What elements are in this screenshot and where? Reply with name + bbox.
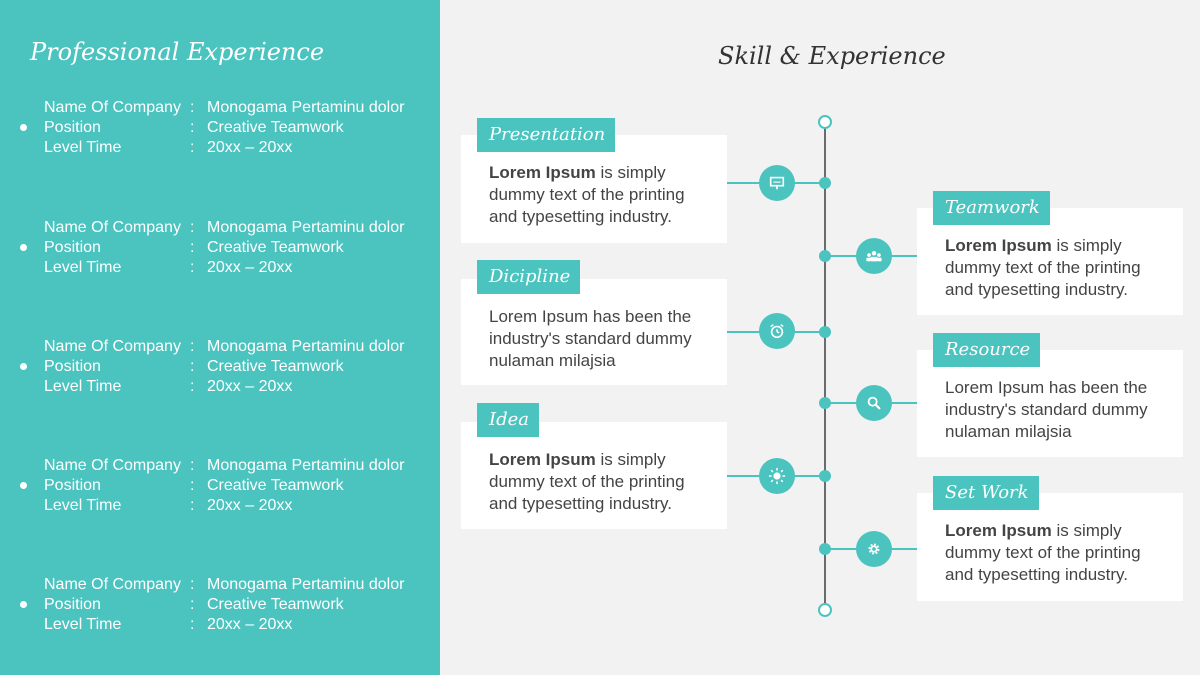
bullet-icon bbox=[20, 244, 27, 251]
bullet-icon bbox=[20, 601, 27, 608]
company-value: Monogama Pertaminu dolor bbox=[207, 219, 405, 236]
time-value: 20xx – 20xx bbox=[207, 139, 293, 156]
experience-entry: Name Of Company:Monogama Pertaminu dolor… bbox=[20, 218, 430, 278]
bullet-icon bbox=[20, 363, 27, 370]
skill-card-presentation: Lorem Ipsum is simply dummy text of the … bbox=[461, 135, 727, 243]
skill-tag: Teamwork bbox=[933, 191, 1050, 225]
position-label: Position bbox=[44, 239, 101, 256]
position-label: Position bbox=[44, 596, 101, 613]
skill-card-idea: Lorem Ipsum is simply dummy text of the … bbox=[461, 422, 727, 529]
timeline-dot bbox=[819, 326, 831, 338]
position-label: Position bbox=[44, 358, 101, 375]
position-value: Creative Teamwork bbox=[207, 119, 344, 136]
search-icon bbox=[856, 385, 892, 421]
bullet-icon bbox=[20, 124, 27, 131]
company-label: Name Of Company bbox=[44, 576, 181, 593]
company-value: Monogama Pertaminu dolor bbox=[207, 576, 405, 593]
skill-tag: Set Work bbox=[933, 476, 1039, 510]
skill-tag: Dicipline bbox=[477, 260, 581, 294]
section-title: Skill & Experience bbox=[718, 42, 946, 70]
skill-card-teamwork: Lorem Ipsum is simply dummy text of the … bbox=[917, 208, 1183, 315]
timeline-dot bbox=[819, 470, 831, 482]
skill-card-dicipline: Lorem Ipsum has been the industry's stan… bbox=[461, 279, 727, 385]
skill-card-resource: Lorem Ipsum has been the industry's stan… bbox=[917, 350, 1183, 457]
presentation-icon bbox=[759, 165, 795, 201]
skill-tag: Resource bbox=[933, 333, 1041, 367]
timeline-start-circle bbox=[818, 115, 832, 129]
bullet-icon bbox=[20, 482, 27, 489]
position-value: Creative Teamwork bbox=[207, 358, 344, 375]
timeline-dot bbox=[819, 250, 831, 262]
company-label: Name Of Company bbox=[44, 457, 181, 474]
experience-entry: Name Of Company:Monogama Pertaminu dolor… bbox=[20, 456, 430, 516]
position-label: Position bbox=[44, 119, 101, 136]
company-value: Monogama Pertaminu dolor bbox=[207, 457, 405, 474]
time-label: Level Time bbox=[44, 616, 122, 633]
time-value: 20xx – 20xx bbox=[207, 497, 293, 514]
time-label: Level Time bbox=[44, 378, 122, 395]
skill-text: Lorem Ipsum has been the industry's stan… bbox=[945, 378, 1148, 441]
gear-icon bbox=[856, 531, 892, 567]
skill-bold: Lorem Ipsum bbox=[489, 450, 596, 469]
company-label: Name Of Company bbox=[44, 99, 181, 116]
skill-text: is simply dummy text of the printing and… bbox=[945, 236, 1141, 299]
timeline-dot bbox=[819, 543, 831, 555]
skill-bold: Lorem Ipsum bbox=[489, 163, 596, 182]
time-value: 20xx – 20xx bbox=[207, 616, 293, 633]
time-label: Level Time bbox=[44, 139, 122, 156]
skill-text: Lorem Ipsum has been the industry's stan… bbox=[489, 307, 692, 370]
panel-title: Professional Experience bbox=[30, 38, 325, 66]
company-value: Monogama Pertaminu dolor bbox=[207, 99, 405, 116]
alarm-clock-icon bbox=[759, 313, 795, 349]
company-label: Name Of Company bbox=[44, 219, 181, 236]
experience-entry: Name Of Company:Monogama Pertaminu dolor… bbox=[20, 337, 430, 397]
skill-tag: Idea bbox=[477, 403, 540, 437]
skill-text: is simply dummy text of the printing and… bbox=[945, 521, 1141, 584]
timeline-line bbox=[824, 128, 826, 604]
time-label: Level Time bbox=[44, 497, 122, 514]
skill-text: is simply dummy text of the printing and… bbox=[489, 450, 685, 513]
timeline-dot bbox=[819, 177, 831, 189]
lightbulb-icon bbox=[759, 458, 795, 494]
company-label: Name Of Company bbox=[44, 338, 181, 355]
experience-panel: Professional Experience Name Of Company:… bbox=[0, 0, 440, 675]
skill-card-set-work: Lorem Ipsum is simply dummy text of the … bbox=[917, 493, 1183, 601]
company-value: Monogama Pertaminu dolor bbox=[207, 338, 405, 355]
time-value: 20xx – 20xx bbox=[207, 259, 293, 276]
skill-bold: Lorem Ipsum bbox=[945, 236, 1052, 255]
time-label: Level Time bbox=[44, 259, 122, 276]
experience-entry: Name Of Company:Monogama Pertaminu dolor… bbox=[20, 575, 430, 635]
skill-tag: Presentation bbox=[477, 118, 616, 152]
experience-entry: Name Of Company:Monogama Pertaminu dolor… bbox=[20, 98, 430, 158]
skill-bold: Lorem Ipsum bbox=[945, 521, 1052, 540]
timeline-end-circle bbox=[818, 603, 832, 617]
skill-text: is simply dummy text of the printing and… bbox=[489, 163, 685, 226]
position-value: Creative Teamwork bbox=[207, 596, 344, 613]
team-icon bbox=[856, 238, 892, 274]
timeline-dot bbox=[819, 397, 831, 409]
position-value: Creative Teamwork bbox=[207, 477, 344, 494]
position-label: Position bbox=[44, 477, 101, 494]
position-value: Creative Teamwork bbox=[207, 239, 344, 256]
time-value: 20xx – 20xx bbox=[207, 378, 293, 395]
